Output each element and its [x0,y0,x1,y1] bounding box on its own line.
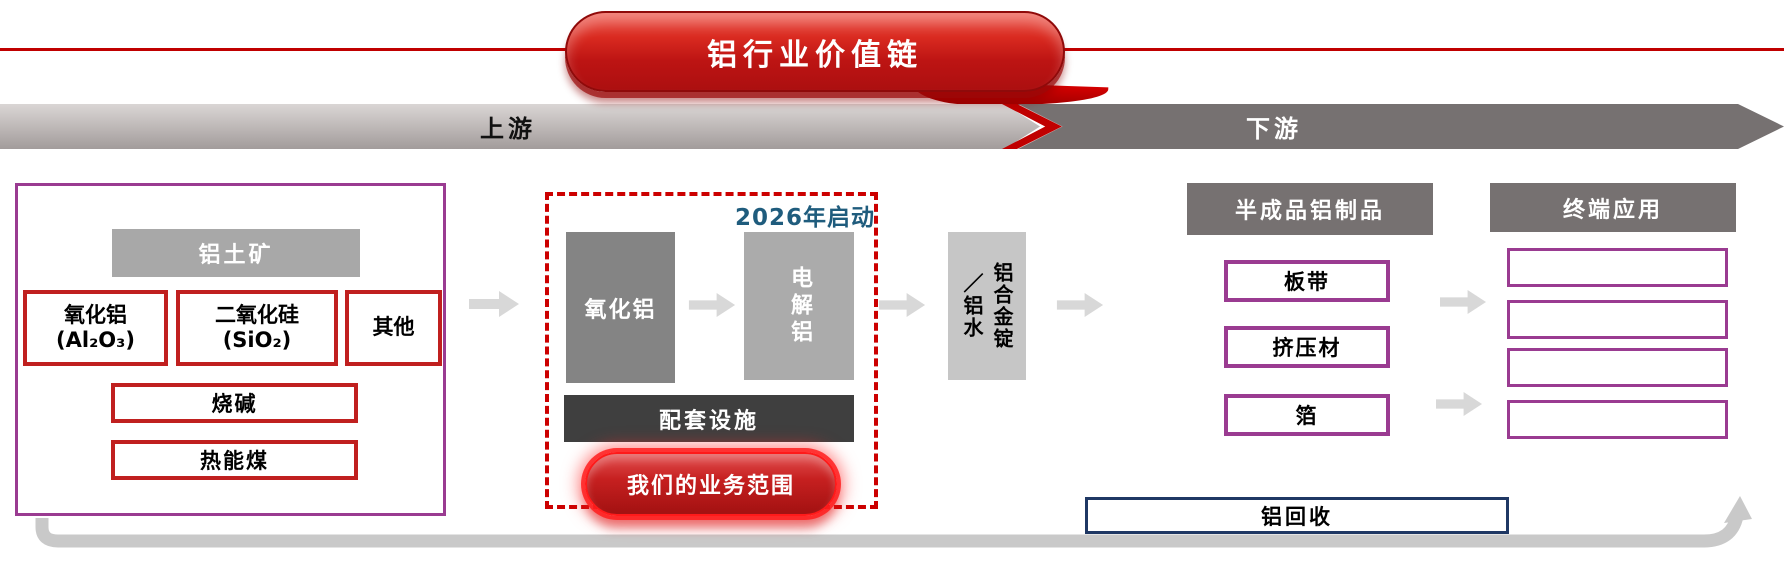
semi-item-foil-label: 箔 [1295,404,1319,428]
alloy-ingot-box: 铝合金锭 ／铝水 [948,232,1026,380]
alumina-box: 氧化铝 [566,232,675,383]
business-scope-badge: 我们的业务范围 [585,452,837,516]
supporting-facilities-box: 配套设施 [564,395,854,442]
component-other-label: 其他 [372,315,415,340]
end-use-slot [1507,348,1728,387]
caustic-soda-box: 烧碱 [111,383,358,423]
flow-arrow-right-icon [1056,293,1104,317]
component-silica-name: 二氧化硅 [215,302,299,327]
electrolytic-aluminum-box: 电解铝 [744,232,854,380]
component-alumina-label: 氧化铝(Al₂O₃) [56,303,135,353]
bauxite-box: 铝土矿 [112,229,360,277]
flow-arrow-right-icon [1440,290,1486,314]
semi-finished-header-label: 半成品铝制品 [1234,199,1385,224]
semi-item-sheet-strip-label: 板带 [1284,270,1330,294]
semi-item-extrusion-label: 挤压材 [1272,336,1342,360]
caustic-soda-label: 烧碱 [211,392,258,416]
launch-year-note: 2026年启动 [735,205,876,231]
alumina-label: 氧化铝 [584,297,657,323]
upstream-banner: 上游 [0,104,1040,149]
component-silica-formula: (SiO₂) [222,328,292,352]
flow-arrow-right-icon [878,293,926,317]
business-scope-group: 氧化铝 电解铝 配套设施 [545,192,878,509]
end-use-slot [1507,400,1728,439]
downstream-label: 下游 [1246,115,1302,143]
business-scope-badge-label: 我们的业务范围 [626,474,795,499]
component-silica-box: 二氧化硅(SiO₂) [176,290,338,366]
upstream-label: 上游 [480,115,536,143]
supporting-facilities-label: 配套设施 [658,408,759,434]
semi-finished-header: 半成品铝制品 [1187,183,1433,235]
alloy-ingot-label: 铝合金锭 ／铝水 [960,262,1014,350]
diagram-title: 铝行业价值链 [707,37,923,73]
component-alumina-box: 氧化铝(Al₂O₃) [23,290,168,366]
downstream-banner: 下游 [1018,104,1784,149]
semi-item-foil: 箔 [1224,394,1390,436]
end-use-header: 终端应用 [1490,183,1736,232]
recycling-label: 铝回收 [1261,504,1333,529]
thermal-coal-label: 热能煤 [200,449,269,473]
bauxite-label: 铝土矿 [198,243,274,268]
diagram-title-banner: 铝行业价值链 [565,11,1065,92]
flow-arrow-right-icon [468,291,520,317]
recycling-box: 铝回收 [1085,497,1509,534]
end-use-slot [1507,300,1728,339]
component-alumina-formula: (Al₂O₃) [56,328,135,352]
component-alumina-name: 氧化铝 [64,302,127,327]
flow-arrow-right-icon [1436,392,1482,416]
component-silica-label: 二氧化硅(SiO₂) [215,303,299,353]
semi-item-extrusion: 挤压材 [1224,326,1390,368]
raw-materials-group: 铝土矿 氧化铝(Al₂O₃) 二氧化硅(SiO₂) 其他 烧碱 热能煤 [15,183,446,516]
component-other-box: 其他 [345,290,442,366]
end-use-slot [1507,248,1728,287]
thermal-coal-box: 热能煤 [111,440,358,480]
flow-arrow-right-icon [688,293,736,317]
electrolytic-aluminum-label: 电解铝 [787,265,812,347]
end-use-header-label: 终端应用 [1562,197,1663,223]
semi-item-sheet-strip: 板带 [1224,260,1390,302]
